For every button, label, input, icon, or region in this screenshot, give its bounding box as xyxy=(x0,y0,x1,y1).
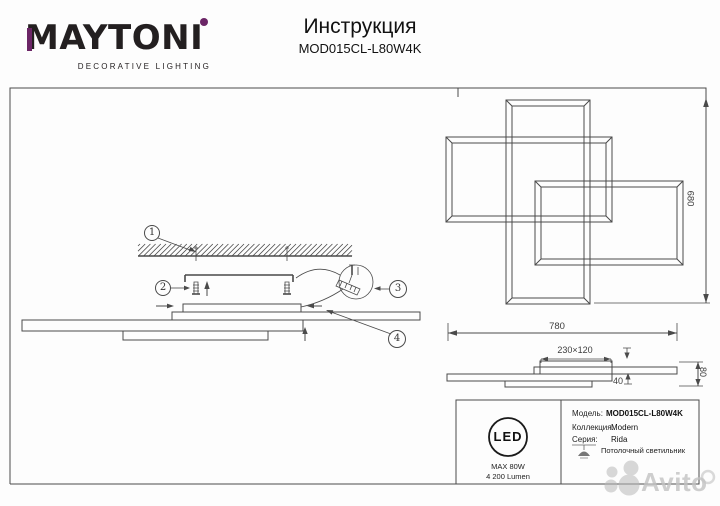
detail-magnifier xyxy=(296,265,373,307)
frame-vertical xyxy=(506,100,590,304)
spec-row-label: Коллекция: xyxy=(572,423,614,432)
slide-arrow-icon xyxy=(156,303,322,309)
ceiling-hatch-icon xyxy=(138,244,352,256)
ceiling-anchor-icon xyxy=(194,246,289,261)
spec-row-label: Модель: xyxy=(572,409,603,418)
frame-upper-left xyxy=(446,137,612,222)
brand-logo: MAYTONI xyxy=(25,18,204,58)
dim-label-profile-height: 80 xyxy=(698,366,708,377)
lower-bar xyxy=(123,331,268,340)
dim-40 xyxy=(623,348,632,384)
mounting-bracket-icon xyxy=(185,275,293,282)
dim-label-canopy-height: 40 xyxy=(612,376,623,386)
max-power-label: MAX 80W xyxy=(491,462,525,471)
upper-bar xyxy=(172,312,420,320)
ceiling-lamp-icon xyxy=(572,445,596,458)
watermark-text: Avito xyxy=(641,467,708,497)
dim-80 xyxy=(679,362,703,386)
dim-230x120 xyxy=(541,356,611,363)
screw-up-arrow-icon xyxy=(204,281,210,296)
luminous-flux-label: 4 200 Lumen xyxy=(486,472,530,481)
callout-1-marker xyxy=(145,226,196,252)
fixture-top-view xyxy=(446,100,683,304)
brand-tagline: DECORATIVE LIGHTING xyxy=(77,62,211,71)
callout-1-label: 1 xyxy=(148,227,156,238)
spec-row-value: MOD015CL-L80W4K xyxy=(606,409,683,418)
callout-4-label: 4 xyxy=(393,333,401,344)
dim-label-canopy: 230×120 xyxy=(557,345,593,355)
lower-bar xyxy=(505,381,592,387)
spec-row-value: Rida xyxy=(611,435,628,444)
page-title: Инструкция xyxy=(303,15,417,38)
brand-m-accent-bar xyxy=(27,28,32,51)
led-badge-label: LED xyxy=(493,429,523,444)
dim-label-height: 680 xyxy=(684,190,696,207)
upper-bar xyxy=(534,367,677,374)
page-model-code: MOD015CL-L80W4K xyxy=(298,41,422,56)
callout-2-label: 2 xyxy=(159,282,167,293)
fixture-up-arrow-icon xyxy=(302,327,308,341)
spec-row-label: Серия: xyxy=(572,435,598,444)
dim-780 xyxy=(448,323,677,341)
screw-icon xyxy=(192,282,291,294)
spec-panel-frame xyxy=(456,400,699,484)
frame-lower-right xyxy=(535,181,683,265)
dim-label-width: 780 xyxy=(549,321,565,332)
detail-screw-icon xyxy=(349,265,358,283)
fixture-side-dimension-view xyxy=(447,361,677,387)
watermark-logo-icon xyxy=(604,460,715,496)
callout-4-marker xyxy=(326,310,406,348)
dim-680 xyxy=(594,97,710,303)
main-bar xyxy=(447,374,612,381)
callout-3-label: 3 xyxy=(394,283,402,294)
brand-i-dot-icon xyxy=(200,18,208,26)
detail-slot-icon xyxy=(336,280,360,295)
callout-3-marker xyxy=(374,281,407,298)
main-bar xyxy=(22,320,303,331)
fixture-side-view xyxy=(22,304,420,340)
product-type-label: Потолочный светильник xyxy=(601,446,686,455)
led-badge-circle xyxy=(489,418,527,456)
callout-2-marker xyxy=(156,281,190,296)
spec-row-value: Modern xyxy=(611,423,639,432)
canopy-box xyxy=(183,304,301,312)
